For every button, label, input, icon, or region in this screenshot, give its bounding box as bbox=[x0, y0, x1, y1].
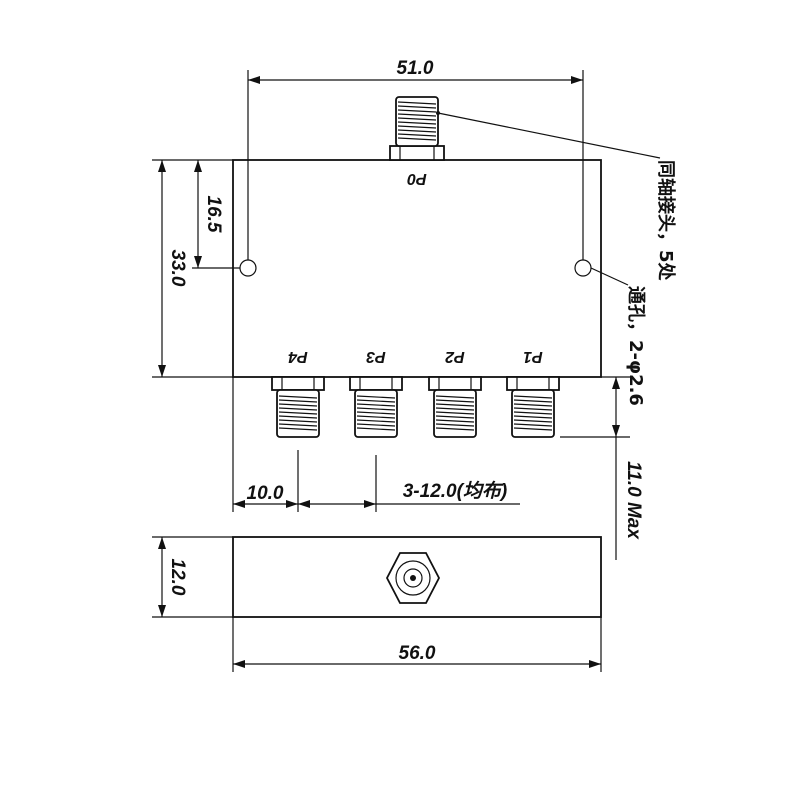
dim-thickness-label: 12.0 bbox=[167, 559, 188, 596]
note-connector-label: 同轴接头，5处 bbox=[655, 160, 677, 282]
port-label-p4: P4 bbox=[288, 348, 308, 365]
dim-width-top: 51.0 bbox=[247, 58, 584, 260]
dim-height-hole-label: 16.5 bbox=[203, 196, 224, 233]
dim-height-total: 33.0 bbox=[152, 159, 233, 378]
input-connector-p0 bbox=[389, 96, 445, 161]
dim-width-total-label: 56.0 bbox=[399, 643, 436, 664]
dim-connector-length-label: 11.0 Max bbox=[623, 461, 644, 540]
port-label-p2: P2 bbox=[445, 348, 465, 365]
port-label-p1: P1 bbox=[523, 348, 543, 365]
port-label-p3: P3 bbox=[366, 348, 386, 365]
dim-edge-to-port-label: 10.0 bbox=[247, 483, 284, 504]
port-label-p0: P0 bbox=[407, 170, 427, 187]
dim-connector-length: 11.0 Max bbox=[560, 376, 644, 560]
output-connectors bbox=[271, 376, 560, 438]
output-connector-p2 bbox=[428, 376, 482, 438]
dim-height-hole: 16.5 bbox=[192, 160, 240, 269]
note-holes-label: 通孔，2-φ2.6 bbox=[625, 286, 646, 406]
top-view-body bbox=[232, 159, 602, 378]
note-connector: 同轴接头，5处 bbox=[436, 111, 677, 282]
dim-width-top-label: 51.0 bbox=[397, 58, 434, 79]
note-holes: 通孔，2-φ2.6 bbox=[590, 267, 646, 406]
dim-height-total-label: 33.0 bbox=[167, 250, 188, 287]
side-view-connector bbox=[385, 552, 441, 604]
dim-width-total: 56.0 bbox=[232, 617, 602, 672]
output-connector-p4 bbox=[271, 376, 325, 438]
output-connector-p3 bbox=[349, 376, 403, 438]
dim-thickness: 12.0 bbox=[152, 536, 233, 618]
dim-port-spacing-label: 3-12.0(均布) bbox=[403, 480, 508, 502]
output-connector-p1 bbox=[506, 376, 560, 438]
dim-port-spacing: 10.0 3-12.0(均布) bbox=[232, 377, 520, 512]
